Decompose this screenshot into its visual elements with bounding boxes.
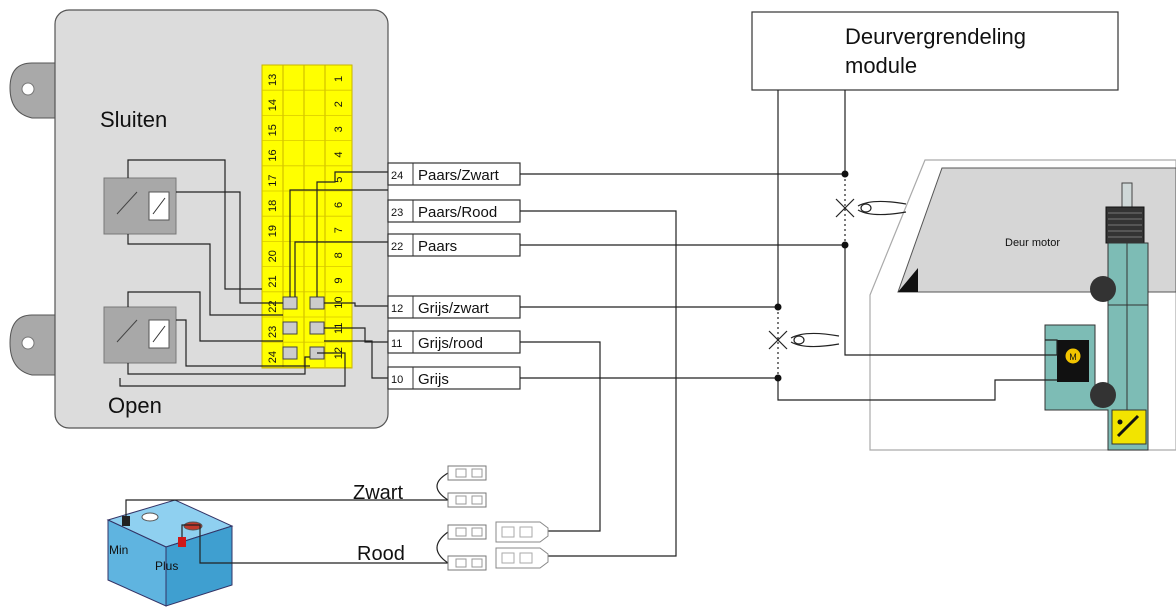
terminal-number: 17 [267,175,279,187]
terminal-number: 7 [333,227,345,233]
relay-open [103,306,177,364]
black-wire-label: Zwart [353,482,403,504]
connector-icon [447,555,487,571]
module-title-line1: Deurvergrendeling [845,24,1026,49]
wire-color-label: Grijs [418,371,449,388]
pliers-icon [790,332,840,348]
terminal-number: 4 [333,151,345,157]
connector-icon [447,492,487,508]
door-lock-module: Deurvergrendeling module [751,11,1119,91]
door-panel: Deur motor [869,159,1176,451]
terminal-number: 20 [267,250,279,262]
internal-wiring [119,159,388,387]
terminal-plus [178,537,186,547]
battery-plus-label: Plus [155,559,178,573]
wire-number: 11 [391,338,402,350]
wire-number: 23 [391,207,403,219]
battery: Min Plus [106,499,234,607]
terminal-number: 3 [333,126,345,132]
connector-icon [495,521,549,543]
connector-icon [495,547,549,569]
wire-color-label: Grijs/zwart [418,300,490,317]
terminal-number: 15 [267,124,279,136]
wire-number: 24 [391,170,403,182]
wire-label-24: 24 Paars/Zwart [387,162,521,186]
cut-mark-icon [835,198,855,218]
terminal-number: 6 [333,202,345,208]
wire-color-label: Paars/Zwart [418,167,500,184]
terminal-number: 9 [333,277,345,283]
terminal-number: 21 [267,275,279,287]
terminal-number: 5 [333,177,345,183]
wire-label-10: 10 Grijs [387,366,521,390]
wire-color-label: Grijs/rood [418,335,483,352]
terminal-minus [122,516,130,526]
connectors [447,465,549,571]
terminal-number: 18 [267,200,279,212]
terminal-number: 13 [267,74,279,86]
wire-number: 12 [391,303,403,315]
terminal-number: 24 [267,351,279,363]
close-label: Sluiten [100,107,167,132]
battery-wiring: Zwart Rood [125,472,449,565]
door-lock-actuator: M [1044,182,1149,451]
terminal-number: 8 [333,252,345,258]
terminal-number: 2 [333,101,345,107]
motor-symbol: M [1069,352,1077,362]
connector-icon [447,524,487,540]
wire-label-23: 23 Paars/Rood [387,199,521,223]
connector-icon [447,465,487,481]
wire-label-22: 22 Paars [387,233,521,257]
wire-color-label: Paars [418,238,457,255]
wire-number: 22 [391,241,403,253]
red-wire-label: Rood [357,543,405,565]
open-label: Open [108,393,162,418]
wire-color-label: Paars/Rood [418,204,497,221]
terminal-number: 22 [267,301,279,313]
terminal-number: 19 [267,225,279,237]
door-motor-label: Deur motor [1005,237,1060,249]
motor-icon [1064,347,1082,365]
cut-mark-icon [768,330,788,350]
relay-close [103,177,177,235]
wire-number: 10 [391,374,403,386]
pliers-icon [857,200,907,216]
terminal-number: 23 [267,326,279,338]
module-title-line2: module [845,53,917,78]
terminal-number: 16 [267,149,279,161]
wire-label-11: 11 Grijs/rood [387,330,521,354]
terminal-number: 14 [267,99,279,111]
battery-min-label: Min [109,543,128,557]
terminal-number: 1 [333,76,345,82]
external-wiring [520,90,1058,557]
wire-labels: 24 Paars/Zwart 23 Paars/Rood 22 Paars 12… [387,162,521,390]
wire-label-12: 12 Grijs/zwart [387,295,521,319]
